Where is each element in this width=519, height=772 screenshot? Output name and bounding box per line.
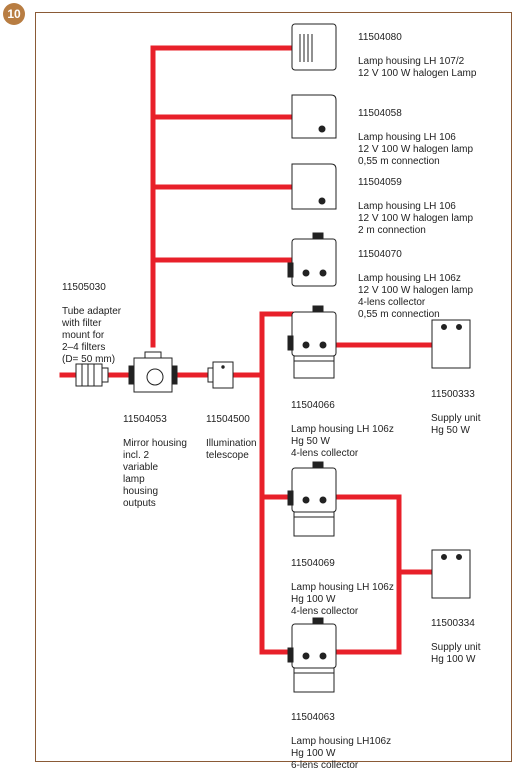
label-lh106z-hg100-4: 11504069 Lamp housing LH 106z Hg 100 W 4…	[291, 546, 394, 618]
mirror-housing-icon	[128, 351, 178, 393]
label-lh106z-hg50: 11504066 Lamp housing LH 106z Hg 50 W 4-…	[291, 388, 394, 460]
part-number: 11504080	[358, 32, 402, 43]
label-mirror-housing: 11504053 Mirror housing incl. 2 variable…	[123, 402, 187, 510]
part-number: 11504059	[358, 177, 402, 188]
label-tube-adapter: 11505030 Tube adapter with filter mount …	[62, 270, 121, 366]
lamp-housing-lh107-icon	[291, 23, 337, 71]
lamp-housing-lh106z-halogen-icon	[287, 232, 337, 287]
tube-adapter-icon	[75, 363, 109, 387]
part-number: 11504058	[358, 108, 402, 119]
description: Mirror housing incl. 2 variable lamp hou…	[123, 438, 187, 509]
description: Lamp housing LH 106 12 V 100 W halogen l…	[358, 132, 474, 167]
label-illumination-telescope: 11504500 Illumination telescope	[206, 402, 257, 462]
label-lh106z-halogen: 11504070 Lamp housing LH 106z 12 V 100 W…	[358, 237, 473, 321]
label-lh106-b: 11504059 Lamp housing LH 106 12 V 100 W …	[358, 165, 473, 237]
lamp-housing-lh106-b-icon	[291, 163, 337, 210]
part-number: 11504070	[358, 249, 402, 260]
description: Lamp housing LH 106z Hg 100 W 4-lens col…	[291, 582, 394, 617]
description: Lamp housing LH106z Hg 100 W 6-lens coll…	[291, 736, 392, 771]
part-number: 11504063	[291, 712, 335, 723]
part-number: 11504053	[123, 414, 167, 425]
supply-unit-hg50-icon	[431, 319, 471, 369]
description: Lamp housing LH 106 12 V 100 W halogen l…	[358, 201, 474, 236]
part-number: 11500334	[431, 618, 475, 629]
label-supply-hg50: 11500333 Supply unit Hg 50 W	[431, 377, 480, 437]
description: Illumination telescope	[206, 438, 257, 461]
label-supply-hg100: 11500334 Supply unit Hg 100 W	[431, 606, 480, 666]
page-number-badge: 10	[3, 3, 25, 25]
part-number: 11504500	[206, 414, 250, 425]
label-lh106-a: 11504058 Lamp housing LH 106 12 V 100 W …	[358, 96, 473, 168]
label-lh106z-hg100-6: 11504063 Lamp housing LH106z Hg 100 W 6-…	[291, 700, 391, 772]
part-number: 11500333	[431, 389, 475, 400]
part-number: 11504069	[291, 558, 335, 569]
lamp-housing-lh106z-hg100-4-icon	[287, 461, 337, 537]
diagram-frame	[35, 12, 512, 762]
description: Lamp housing LH 106z Hg 50 W 4-lens coll…	[291, 424, 394, 459]
description: Lamp housing LH 106z 12 V 100 W halogen …	[358, 273, 474, 320]
lamp-housing-lh106-a-icon	[291, 94, 337, 139]
supply-unit-hg100-icon	[431, 549, 471, 599]
description: Lamp housing LH 107/2 12 V 100 W halogen…	[358, 56, 477, 79]
description: Supply unit Hg 50 W	[431, 413, 481, 436]
description: Tube adapter with filter mount for 2–4 f…	[62, 306, 122, 365]
lamp-housing-lh106z-hg100-6-icon	[287, 617, 337, 693]
description: Supply unit Hg 100 W	[431, 642, 481, 665]
part-number: 11505030	[62, 282, 106, 293]
illumination-telescope-icon	[207, 361, 234, 389]
label-lh107: 11504080 Lamp housing LH 107/2 12 V 100 …	[358, 20, 476, 80]
part-number: 11504066	[291, 400, 335, 411]
lamp-housing-lh106z-hg50-icon	[287, 305, 337, 379]
